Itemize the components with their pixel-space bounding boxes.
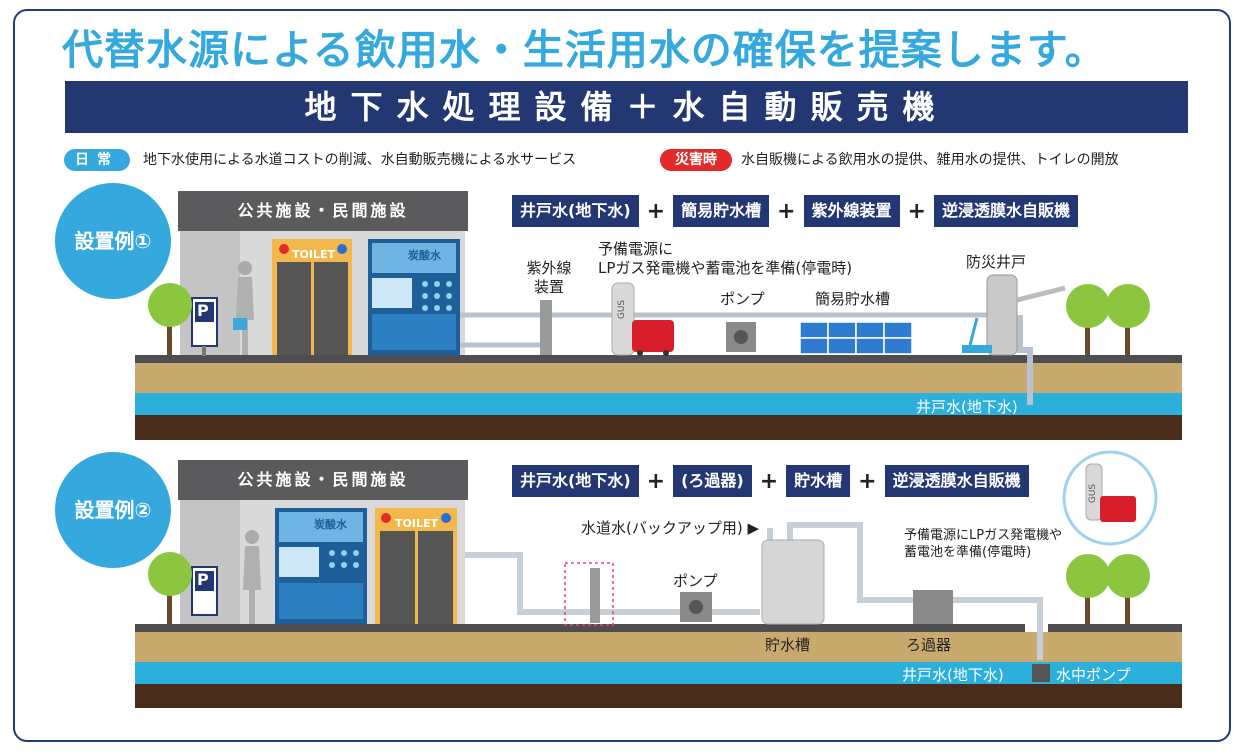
road-surface-2 bbox=[135, 624, 1025, 632]
storage-tank-icon-1 bbox=[800, 322, 912, 354]
tank-label-1: 簡易貯水槽 bbox=[815, 290, 890, 309]
chain2-step-3: 貯水槽 bbox=[786, 465, 850, 497]
filter-icon bbox=[913, 590, 953, 624]
pump-label-2: ポンプ bbox=[673, 572, 718, 591]
example2-badge: 設置例② bbox=[55, 452, 171, 568]
faucet-icon bbox=[590, 568, 600, 623]
submersible-pump-icon bbox=[1032, 664, 1050, 682]
person-icon-2 bbox=[245, 530, 259, 544]
tree-icon-5 bbox=[1066, 554, 1110, 598]
power-note-2: 予備電源にLPガス発電機や 蓄電池を準備(停電時) bbox=[904, 527, 1062, 561]
parking-label-2: P bbox=[197, 570, 209, 589]
tree-icon-4 bbox=[148, 552, 192, 596]
pump-label-1: ポンプ bbox=[720, 290, 765, 309]
well-label: 防災井戸 bbox=[966, 253, 1026, 272]
generator-icon-1 bbox=[632, 320, 674, 352]
chain1-step-3: 紫外線装置 bbox=[804, 195, 900, 227]
soil-layer-1 bbox=[135, 363, 1182, 393]
generator-icon-2 bbox=[1100, 496, 1136, 522]
tap-water-label: 水道水(バックアップ用) ▶ bbox=[581, 519, 759, 538]
example2-facility-sign: 公共施設・民間施設 bbox=[178, 460, 468, 500]
person-icon-1 bbox=[238, 261, 252, 275]
uv-label: 紫外線 装置 bbox=[522, 259, 576, 297]
toilet-male-icon bbox=[337, 244, 347, 254]
chain1-step-4: 逆浸透膜水自販機 bbox=[934, 195, 1078, 227]
faucet-highlight bbox=[565, 563, 613, 625]
plus-icon: + bbox=[758, 469, 780, 494]
chain1-step-1: 井戸水(地下水) bbox=[512, 195, 639, 227]
tree-icon-2 bbox=[1066, 284, 1110, 328]
cylinder-label-2: GUS bbox=[1084, 484, 1103, 503]
plus-icon: + bbox=[645, 199, 667, 224]
submersible-pump-label: 水中ポンプ bbox=[1056, 664, 1131, 685]
example1-facility-sign: 公共施設・民間施設 bbox=[178, 191, 468, 231]
deep-soil-layer-2 bbox=[135, 684, 1182, 708]
uv-device-icon bbox=[540, 300, 552, 355]
road-surface-1 bbox=[135, 355, 1182, 363]
cylinder-label-1: GUS bbox=[613, 300, 632, 319]
toilet-female-icon bbox=[279, 244, 289, 254]
toilet-sign-2: TOILET bbox=[395, 514, 438, 533]
plus-icon: + bbox=[775, 199, 797, 224]
parking-label-1: P bbox=[197, 301, 209, 320]
vending-title-2: 炭酸水 bbox=[314, 515, 347, 534]
groundwater-label-1: 井戸水(地下水) bbox=[916, 396, 1018, 417]
groundwater-label-2: 井戸水(地下水) bbox=[902, 664, 1004, 685]
tree-icon-6 bbox=[1106, 554, 1150, 598]
tank-label-2: 貯水槽 bbox=[765, 636, 810, 655]
deep-soil-layer-1 bbox=[135, 415, 1182, 440]
plus-icon: + bbox=[906, 199, 928, 224]
chain2-step-4: 逆浸透膜水自販機 bbox=[885, 465, 1029, 497]
disaster-well-icon bbox=[987, 275, 1017, 355]
plus-icon: + bbox=[645, 469, 667, 494]
soil-layer-2 bbox=[135, 632, 1182, 662]
toilet-sign-1: TOILET bbox=[292, 245, 335, 264]
power-note-1: 予備電源に LPガス発電機や蓄電池を準備(停電時) bbox=[598, 240, 852, 278]
groundwater-layer-2 bbox=[135, 662, 1182, 684]
example1-process-chain: 井戸水(地下水) + 簡易貯水槽 + 紫外線装置 + 逆浸透膜水自販機 bbox=[512, 195, 1078, 227]
groundwater-layer-1 bbox=[135, 393, 1182, 415]
example1-badge: 設置例① bbox=[55, 183, 171, 299]
storage-tank-icon-2 bbox=[762, 540, 824, 624]
chain2-step-1: 井戸水(地下水) bbox=[512, 465, 639, 497]
tree-icon-1 bbox=[148, 283, 192, 327]
chain1-step-2: 簡易貯水槽 bbox=[673, 195, 769, 227]
plus-icon: + bbox=[856, 469, 878, 494]
vending-title-1: 炭酸水 bbox=[408, 246, 441, 265]
tree-icon-3 bbox=[1106, 284, 1150, 328]
example2-process-chain: 井戸水(地下水) + (ろ過器) + 貯水槽 + 逆浸透膜水自販機 bbox=[512, 465, 1029, 497]
chain2-step-2: (ろ過器) bbox=[673, 465, 752, 497]
filter-label: ろ過器 bbox=[906, 636, 951, 655]
